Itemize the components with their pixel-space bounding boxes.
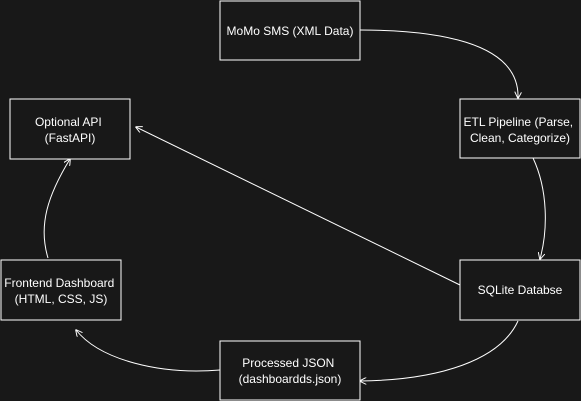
- node-etl-pipeline-label: ETL Pipeline (Parse, Clean, Categorize): [464, 115, 577, 145]
- edge-momo-to-etl: [359, 29, 518, 98]
- node-optional-api-label: Optional API (FastAPI): [35, 115, 105, 145]
- node-processed-json: Processed JSON (dashboardds.json): [219, 340, 361, 401]
- edges: [43, 29, 546, 381]
- edge-etl-to-sqlite: [532, 157, 546, 259]
- node-sqlite: SQLite Databse: [459, 259, 581, 321]
- edge-json-to-frontend: [76, 330, 221, 372]
- edge-frontend-to-api: [43, 159, 70, 259]
- node-etl-pipeline: ETL Pipeline (Parse, Clean, Categorize): [459, 98, 581, 159]
- edge-sqlite-to-json: [360, 320, 519, 381]
- edge-sqlite-to-api: [136, 127, 461, 286]
- node-frontend-dashboard: Frontend Dashboard (HTML, CSS, JS): [0, 259, 122, 321]
- node-frontend-dashboard-label: Frontend Dashboard (HTML, CSS, JS): [4, 276, 117, 306]
- node-momo-sms-label: MoMo SMS (XML Data): [227, 24, 354, 38]
- node-processed-json-label: Processed JSON (dashboardds.json): [239, 356, 342, 386]
- node-sqlite-label: SQLite Databse: [478, 283, 563, 297]
- node-optional-api: Optional API (FastAPI): [9, 98, 131, 160]
- node-momo-sms: MoMo SMS (XML Data): [219, 0, 361, 61]
